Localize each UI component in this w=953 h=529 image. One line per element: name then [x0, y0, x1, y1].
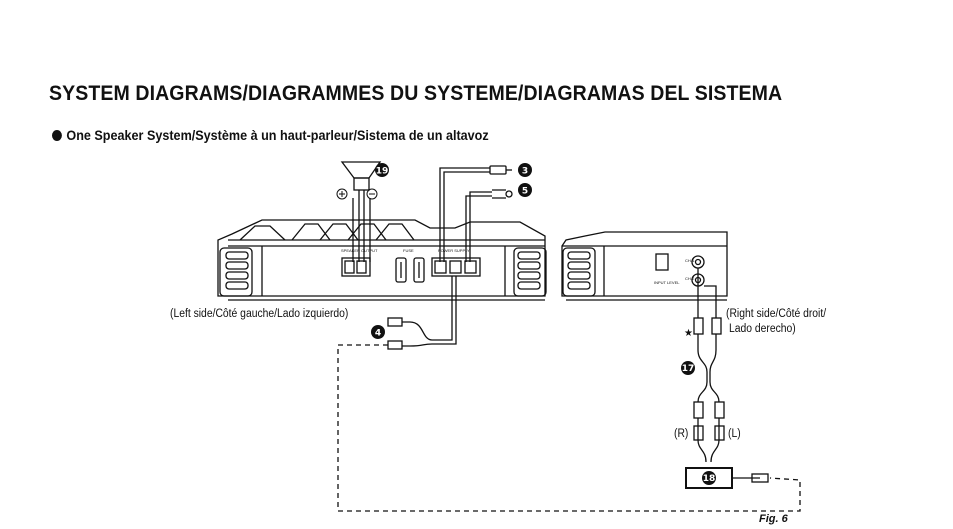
rca-cable-right	[693, 268, 725, 463]
minus-terminal-icon	[366, 188, 378, 200]
page-title: SYSTEM DIAGRAMS/DIAGRAMMES DU SYSTEME/DI…	[49, 82, 783, 105]
plus-terminal-icon	[336, 188, 348, 200]
callout-3: 3	[518, 163, 532, 177]
speaker	[340, 161, 382, 262]
bullet-icon	[52, 130, 62, 141]
callout-19: 19	[375, 163, 389, 177]
label-r: (R)	[674, 428, 689, 440]
label-l: (L)	[728, 428, 741, 440]
amplifier-left-side	[217, 219, 547, 301]
callout-18: 18	[702, 471, 716, 485]
svg-text:18: 18	[703, 474, 716, 484]
amplifier-right-side	[561, 231, 728, 301]
power-cables	[439, 165, 513, 262]
star-marker: ★	[684, 328, 693, 339]
label-ch2: CH-2	[685, 276, 695, 281]
svg-text:3: 3	[522, 167, 528, 177]
label-ch1: CH-1	[685, 258, 695, 263]
label-speaker-output: SPEAKER OUTPUT	[341, 248, 378, 253]
subtitle-text: One Speaker System/Système à un haut-par…	[66, 127, 489, 143]
section-subtitle: One Speaker System/Système à un haut-par…	[52, 127, 489, 143]
label-fuse: FUSE	[403, 248, 414, 253]
label-right-side-2: Lado derecho)	[729, 323, 796, 335]
label-input-level: INPUT LEVEL	[654, 280, 680, 285]
svg-text:5: 5	[522, 187, 528, 197]
callout-17: 17	[681, 361, 695, 375]
rca-cable-left	[387, 276, 457, 350]
callout-4: 4	[371, 325, 385, 339]
dashed-connection	[337, 344, 801, 512]
callout-5: 5	[518, 183, 532, 197]
label-power-supply: POWER SUPPLY	[438, 248, 470, 253]
figure-number: Fig. 6	[759, 513, 788, 525]
svg-text:17: 17	[682, 364, 695, 374]
label-left-side: (Left side/Côté gauche/Lado izquierdo)	[170, 308, 349, 320]
label-right-side-1: (Right side/Côté droit/	[726, 308, 827, 320]
svg-text:19: 19	[376, 167, 389, 177]
svg-text:4: 4	[375, 329, 381, 339]
